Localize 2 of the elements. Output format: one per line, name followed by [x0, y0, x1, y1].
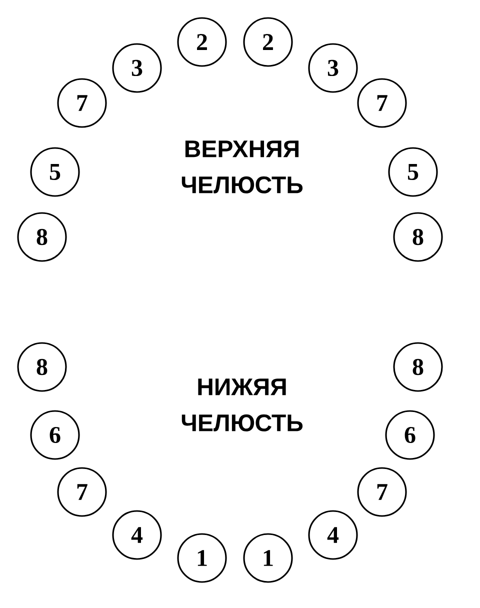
jaw-label: ВЕРХНЯЯ ЧЕЛЮСТЬ	[182, 140, 303, 194]
jaw-label: НИЖЯЯ ЧЕЛЮСТЬ	[182, 378, 303, 432]
